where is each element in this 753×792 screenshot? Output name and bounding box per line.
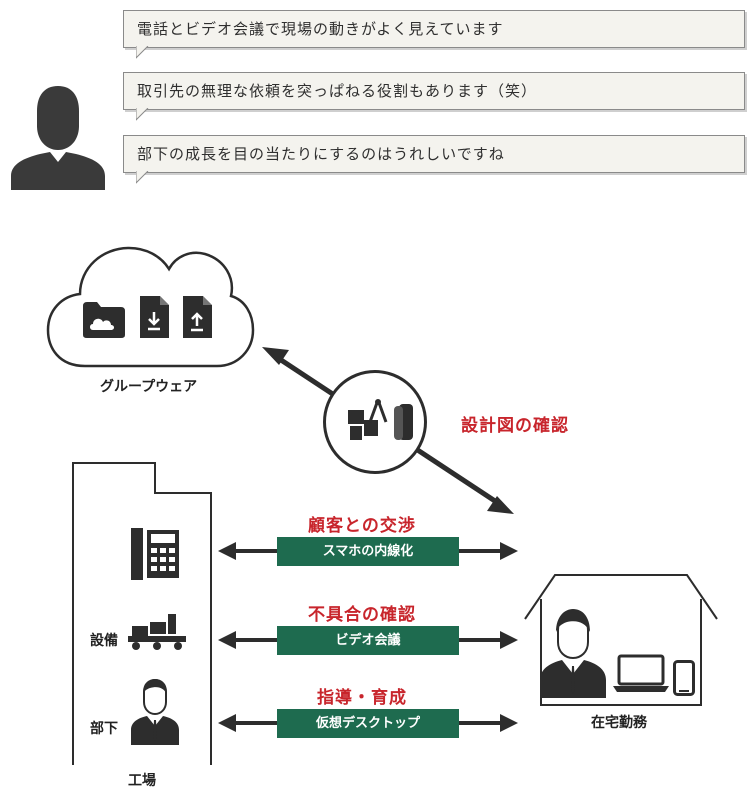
tool-box-extension: スマホの内線化 <box>277 537 459 566</box>
factory-building <box>72 462 212 765</box>
blueprint-tools-icon <box>348 399 413 440</box>
office-phone-icon <box>131 528 179 580</box>
home-worker-icon <box>540 609 606 698</box>
smartphone-icon <box>673 660 695 696</box>
factory-row-label-equipment: 設備 <box>90 633 118 649</box>
home-label: 在宅勤務 <box>591 715 647 731</box>
speech-text: 取引先の無理な依頼を突っぱねる役割もあります（笑） <box>137 82 538 100</box>
tool-box-virtual-desktop: 仮想デスクトップ <box>277 709 459 738</box>
factory-label: 工場 <box>128 773 156 789</box>
speech-text: 電話とビデオ会議で現場の動きがよく見えています <box>137 20 504 38</box>
link-title-defect-check: 不具合の確認 <box>308 605 416 625</box>
link-title-training: 指導・育成 <box>317 688 407 708</box>
upload-document-icon <box>183 296 212 338</box>
home-building <box>524 574 718 706</box>
laptop-icon <box>613 654 669 692</box>
businessman-icon <box>131 678 179 745</box>
tool-box-video-conference: ビデオ会議 <box>277 626 459 655</box>
download-document-icon <box>140 296 169 338</box>
speech-bubble-2: 取引先の無理な依頼を突っぱねる役割もあります（笑） <box>123 72 745 121</box>
person-avatar-icon <box>11 86 105 190</box>
link-title-negotiation: 顧客との交渉 <box>308 516 416 536</box>
speech-text: 部下の成長を目の当たりにするのはうれしいですね <box>137 145 505 163</box>
hub-label: 設計図の確認 <box>461 416 569 436</box>
cloud-label: グループウェア <box>100 379 198 395</box>
speech-bubble-1: 電話とビデオ会議で現場の動きがよく見えています <box>123 10 745 59</box>
speech-bubble-3: 部下の成長を目の当たりにするのはうれしいですね <box>123 135 745 184</box>
machinery-icon <box>128 614 186 650</box>
cloud-folder-icon <box>83 302 125 338</box>
factory-row-label-subordinate: 部下 <box>90 721 118 737</box>
